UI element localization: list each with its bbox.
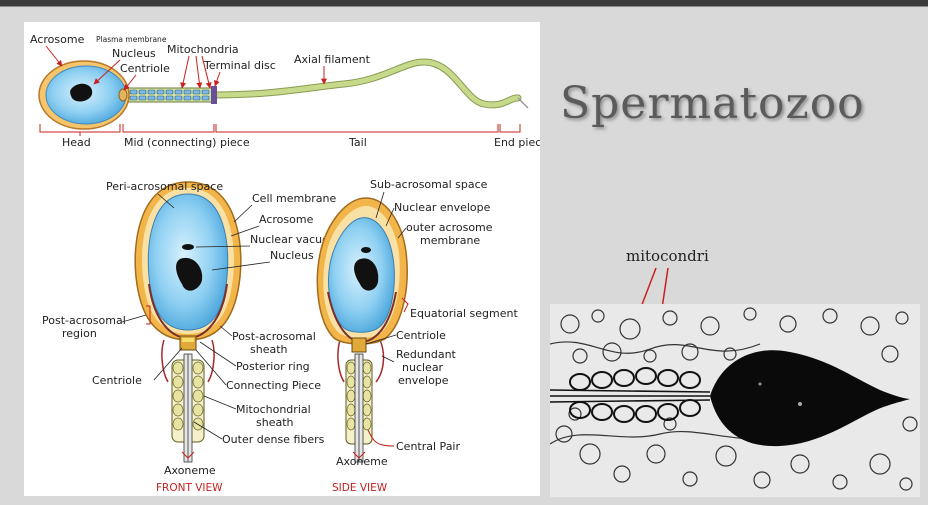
slide-title: Spermatozoo xyxy=(560,78,865,129)
label-mitochondrial-sheath-1: Mitochondrial xyxy=(236,403,311,416)
label-post-acrosomal-sheath-1: Post-acrosomal xyxy=(232,330,316,343)
label-side-view: SIDE VIEW xyxy=(332,482,388,494)
label-connecting-piece: Connecting Piece xyxy=(226,379,321,392)
label-peri-acrosomal-space: Peri-acrosomal space xyxy=(106,180,223,193)
top-border xyxy=(0,0,928,6)
label-redundant-3: envelope xyxy=(398,374,449,387)
sperm-diagram-panel: Acrosome Plasma membrane Nucleus Centrio… xyxy=(24,22,540,496)
label-nucleus-top: Nucleus xyxy=(112,47,156,60)
label-plasma-membrane: Plasma membrane xyxy=(96,35,167,44)
sperm-diagram: Acrosome Plasma membrane Nucleus Centrio… xyxy=(30,33,540,494)
label-mitochondria: Mitochondria xyxy=(167,43,239,56)
label-centriole-top: Centriole xyxy=(120,62,170,75)
label-post-acrosomal-sheath-2: sheath xyxy=(250,343,288,356)
label-mid-piece: Mid (connecting) piece xyxy=(124,136,250,149)
top-border-shadow xyxy=(0,6,928,7)
label-nuclear-envelope: Nuclear envelope xyxy=(394,201,491,214)
side-view-annotations: Sub-acrosomal space Nuclear envelope out… xyxy=(332,178,518,494)
label-acrosome-front: Acrosome xyxy=(259,213,314,226)
label-axial-filament: Axial filament xyxy=(294,53,371,66)
label-cell-membrane: Cell membrane xyxy=(252,192,336,205)
label-tail: Tail xyxy=(348,136,367,149)
label-head: Head xyxy=(62,136,91,149)
side-tail xyxy=(337,339,385,463)
label-outer-dense-fibers: Outer dense fibers xyxy=(222,433,325,446)
side-view-drawing xyxy=(316,197,408,463)
micrograph-label: mitocondri xyxy=(626,247,709,265)
label-centriole-side: Centriole xyxy=(396,329,446,342)
top-annotations: Acrosome Plasma membrane Nucleus Centrio… xyxy=(30,33,540,149)
label-end-piece: End piece xyxy=(494,136,540,149)
label-post-acrosomal-region-1: Post-acrosomal xyxy=(42,314,126,327)
label-post-acrosomal-region-2: region xyxy=(62,327,97,340)
label-axoneme-side: Axoneme xyxy=(336,455,388,468)
micrograph-mitochondria xyxy=(569,367,701,423)
label-terminal-disc: Terminal disc xyxy=(203,59,276,72)
label-sub-acrosomal-space: Sub-acrosomal space xyxy=(370,178,488,191)
label-redundant-1: Redundant xyxy=(396,348,457,361)
label-nucleus-front: Nucleus xyxy=(270,249,314,262)
label-outer-acrosome-membrane-1: outer acrosome xyxy=(406,221,493,234)
front-view-annotations: Peri-acrosomal space Cell membrane Acros… xyxy=(42,180,345,494)
label-outer-acrosome-membrane-2: membrane xyxy=(420,234,480,247)
label-mitochondrial-sheath-2: sheath xyxy=(256,416,294,429)
electron-micrograph xyxy=(550,304,920,497)
label-central-pair: Central Pair xyxy=(396,440,460,453)
label-equatorial-segment: Equatorial segment xyxy=(410,307,518,320)
front-view-drawing xyxy=(134,181,242,463)
label-redundant-2: nuclear xyxy=(402,361,444,374)
label-centriole-front: Centriole xyxy=(92,374,142,387)
whole-sperm-drawing xyxy=(38,58,529,130)
front-tail xyxy=(161,339,215,463)
label-acrosome-top: Acrosome xyxy=(30,33,85,46)
label-front-view: FRONT VIEW xyxy=(156,482,223,494)
micrograph-sperm-head xyxy=(710,350,910,447)
label-axoneme-front: Axoneme xyxy=(164,464,216,477)
label-nuclear-vacuoles: Nuclear vacuoles xyxy=(250,233,345,246)
label-posterior-ring: Posterior ring xyxy=(236,360,310,373)
